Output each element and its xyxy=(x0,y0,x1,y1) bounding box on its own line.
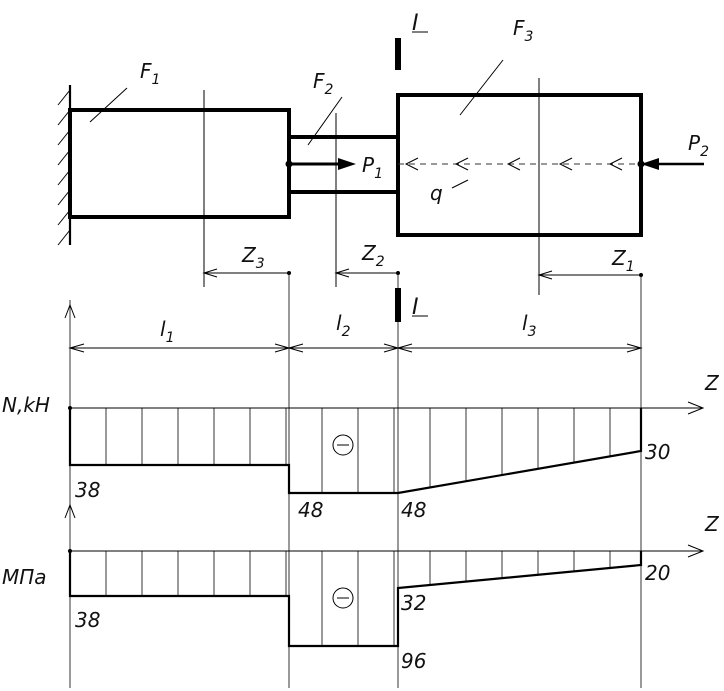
f2-leader xyxy=(307,96,343,146)
force-p2: P2 xyxy=(637,131,709,170)
z3-dimension: Z3 xyxy=(202,243,291,278)
l2-label: l2 xyxy=(336,311,351,340)
n-value-48-left: 48 xyxy=(298,498,323,522)
q-label: q xyxy=(430,181,443,205)
l1-label: l1 xyxy=(160,317,174,346)
f3-label: F3 xyxy=(513,16,533,45)
z2-dimension: Z2 xyxy=(334,241,400,278)
stress-hatching xyxy=(105,551,611,646)
n-force-diagram: N,kH Z 38 48 48 30 xyxy=(2,371,720,522)
f1-label: F1 xyxy=(140,59,160,88)
force-p1: P1 xyxy=(285,153,383,182)
stress-axis-arrow xyxy=(64,503,76,519)
z1-dimension: Z1 xyxy=(537,246,643,280)
stress-value-38: 38 xyxy=(75,608,100,632)
stress-value-96: 96 xyxy=(401,649,426,673)
z2-label: Z2 xyxy=(361,241,385,270)
extension-lines xyxy=(69,275,642,688)
top-axis-arrow xyxy=(64,303,76,319)
f1-leader xyxy=(89,87,128,123)
stress-diagram: MΠa Z 38 32 96 20 xyxy=(2,512,720,673)
p1-label: P1 xyxy=(362,153,383,182)
section-mark-top: I xyxy=(395,11,428,70)
n-value-38: 38 xyxy=(75,478,100,502)
stress-value-20: 20 xyxy=(645,561,670,585)
section-label-bottom: I xyxy=(412,295,419,320)
section-label-top: I xyxy=(412,11,419,36)
n-axis-z-label: Z xyxy=(704,371,720,395)
z3-label: Z3 xyxy=(241,243,265,272)
n-minus-sign xyxy=(332,434,354,456)
n-unit-label: N,kH xyxy=(2,393,50,417)
stress-axis-z-label: Z xyxy=(704,512,720,536)
n-value-48-right: 48 xyxy=(401,498,426,522)
z1-label: Z1 xyxy=(611,246,635,275)
stress-minus-sign xyxy=(332,587,354,609)
p2-label: P2 xyxy=(688,131,709,160)
f3-leader xyxy=(459,59,504,116)
section-mark-bottom: I xyxy=(395,288,428,322)
stress-value-32: 32 xyxy=(401,591,426,615)
n-value-30: 30 xyxy=(645,440,670,464)
l3-label: l3 xyxy=(522,311,536,340)
length-dimension: l1 l2 l3 xyxy=(68,311,643,353)
f2-label: F2 xyxy=(313,69,334,98)
n-hatching xyxy=(105,408,611,493)
bar-segment-2 xyxy=(289,113,398,287)
stress-unit-label: MΠa xyxy=(2,565,47,589)
n-outline xyxy=(68,408,643,495)
stress-outline xyxy=(68,551,643,648)
distributed-load-q: q xyxy=(398,157,641,205)
